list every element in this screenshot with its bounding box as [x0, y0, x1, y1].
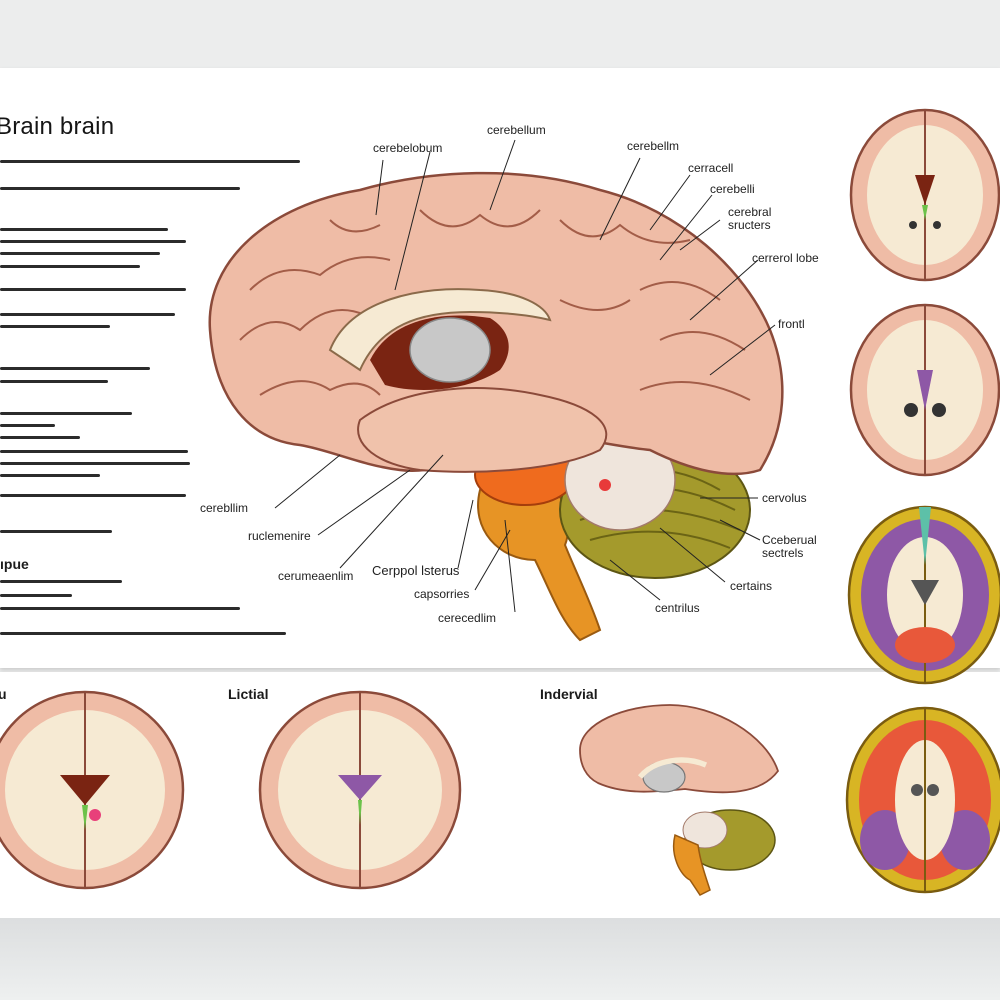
label-cerebelli: cerebelli	[710, 182, 755, 196]
label-central-lobe: cerrerol lobe	[752, 251, 819, 265]
axial-brain-slice	[849, 303, 1000, 477]
page-title: Brain brain	[0, 113, 115, 140]
label-cerebellum-left: cerebllim	[200, 501, 249, 515]
label-ventricles: centrilus	[655, 601, 700, 615]
axial-brain-slice	[258, 690, 462, 890]
label-cervolus: cervolus	[762, 491, 807, 505]
label-ventricular: ruclemenire	[248, 529, 311, 543]
label-cerracell: cerracell	[688, 161, 734, 175]
bottom-label-left: u	[0, 686, 7, 702]
small-sagittal-brain	[579, 704, 780, 794]
axial-brain-slice	[0, 690, 185, 890]
label-commissure: cerumeaenlim	[278, 569, 354, 583]
label-certains: certains	[730, 579, 773, 593]
background-shadow	[0, 918, 1000, 1000]
label-frontal: frontl	[778, 317, 805, 331]
label-cerebral-structures: cerebral sructers	[728, 205, 772, 232]
label-cerebral-ventricles: Cerppol lsterus	[372, 563, 460, 578]
section-heading: ıpue	[0, 556, 29, 572]
label-cerecellar: cerecedlim	[438, 611, 497, 625]
bottom-label-lateral: Lictial	[228, 686, 269, 702]
label-cerebellm: cerebellm	[627, 139, 680, 153]
label-cerebral-secrets: Cceberual sectrels	[762, 533, 817, 560]
axial-brain-slice	[847, 505, 1000, 685]
axial-brain-slice	[845, 706, 1000, 894]
label-cerebrum: cerebelobum	[373, 141, 443, 155]
label-capsules: capsorries	[414, 587, 470, 601]
label-cerebellum-top: cerebellum	[487, 123, 546, 137]
axial-brain-slice	[849, 108, 1000, 282]
bottom-label-interval: Indervial	[540, 686, 598, 702]
